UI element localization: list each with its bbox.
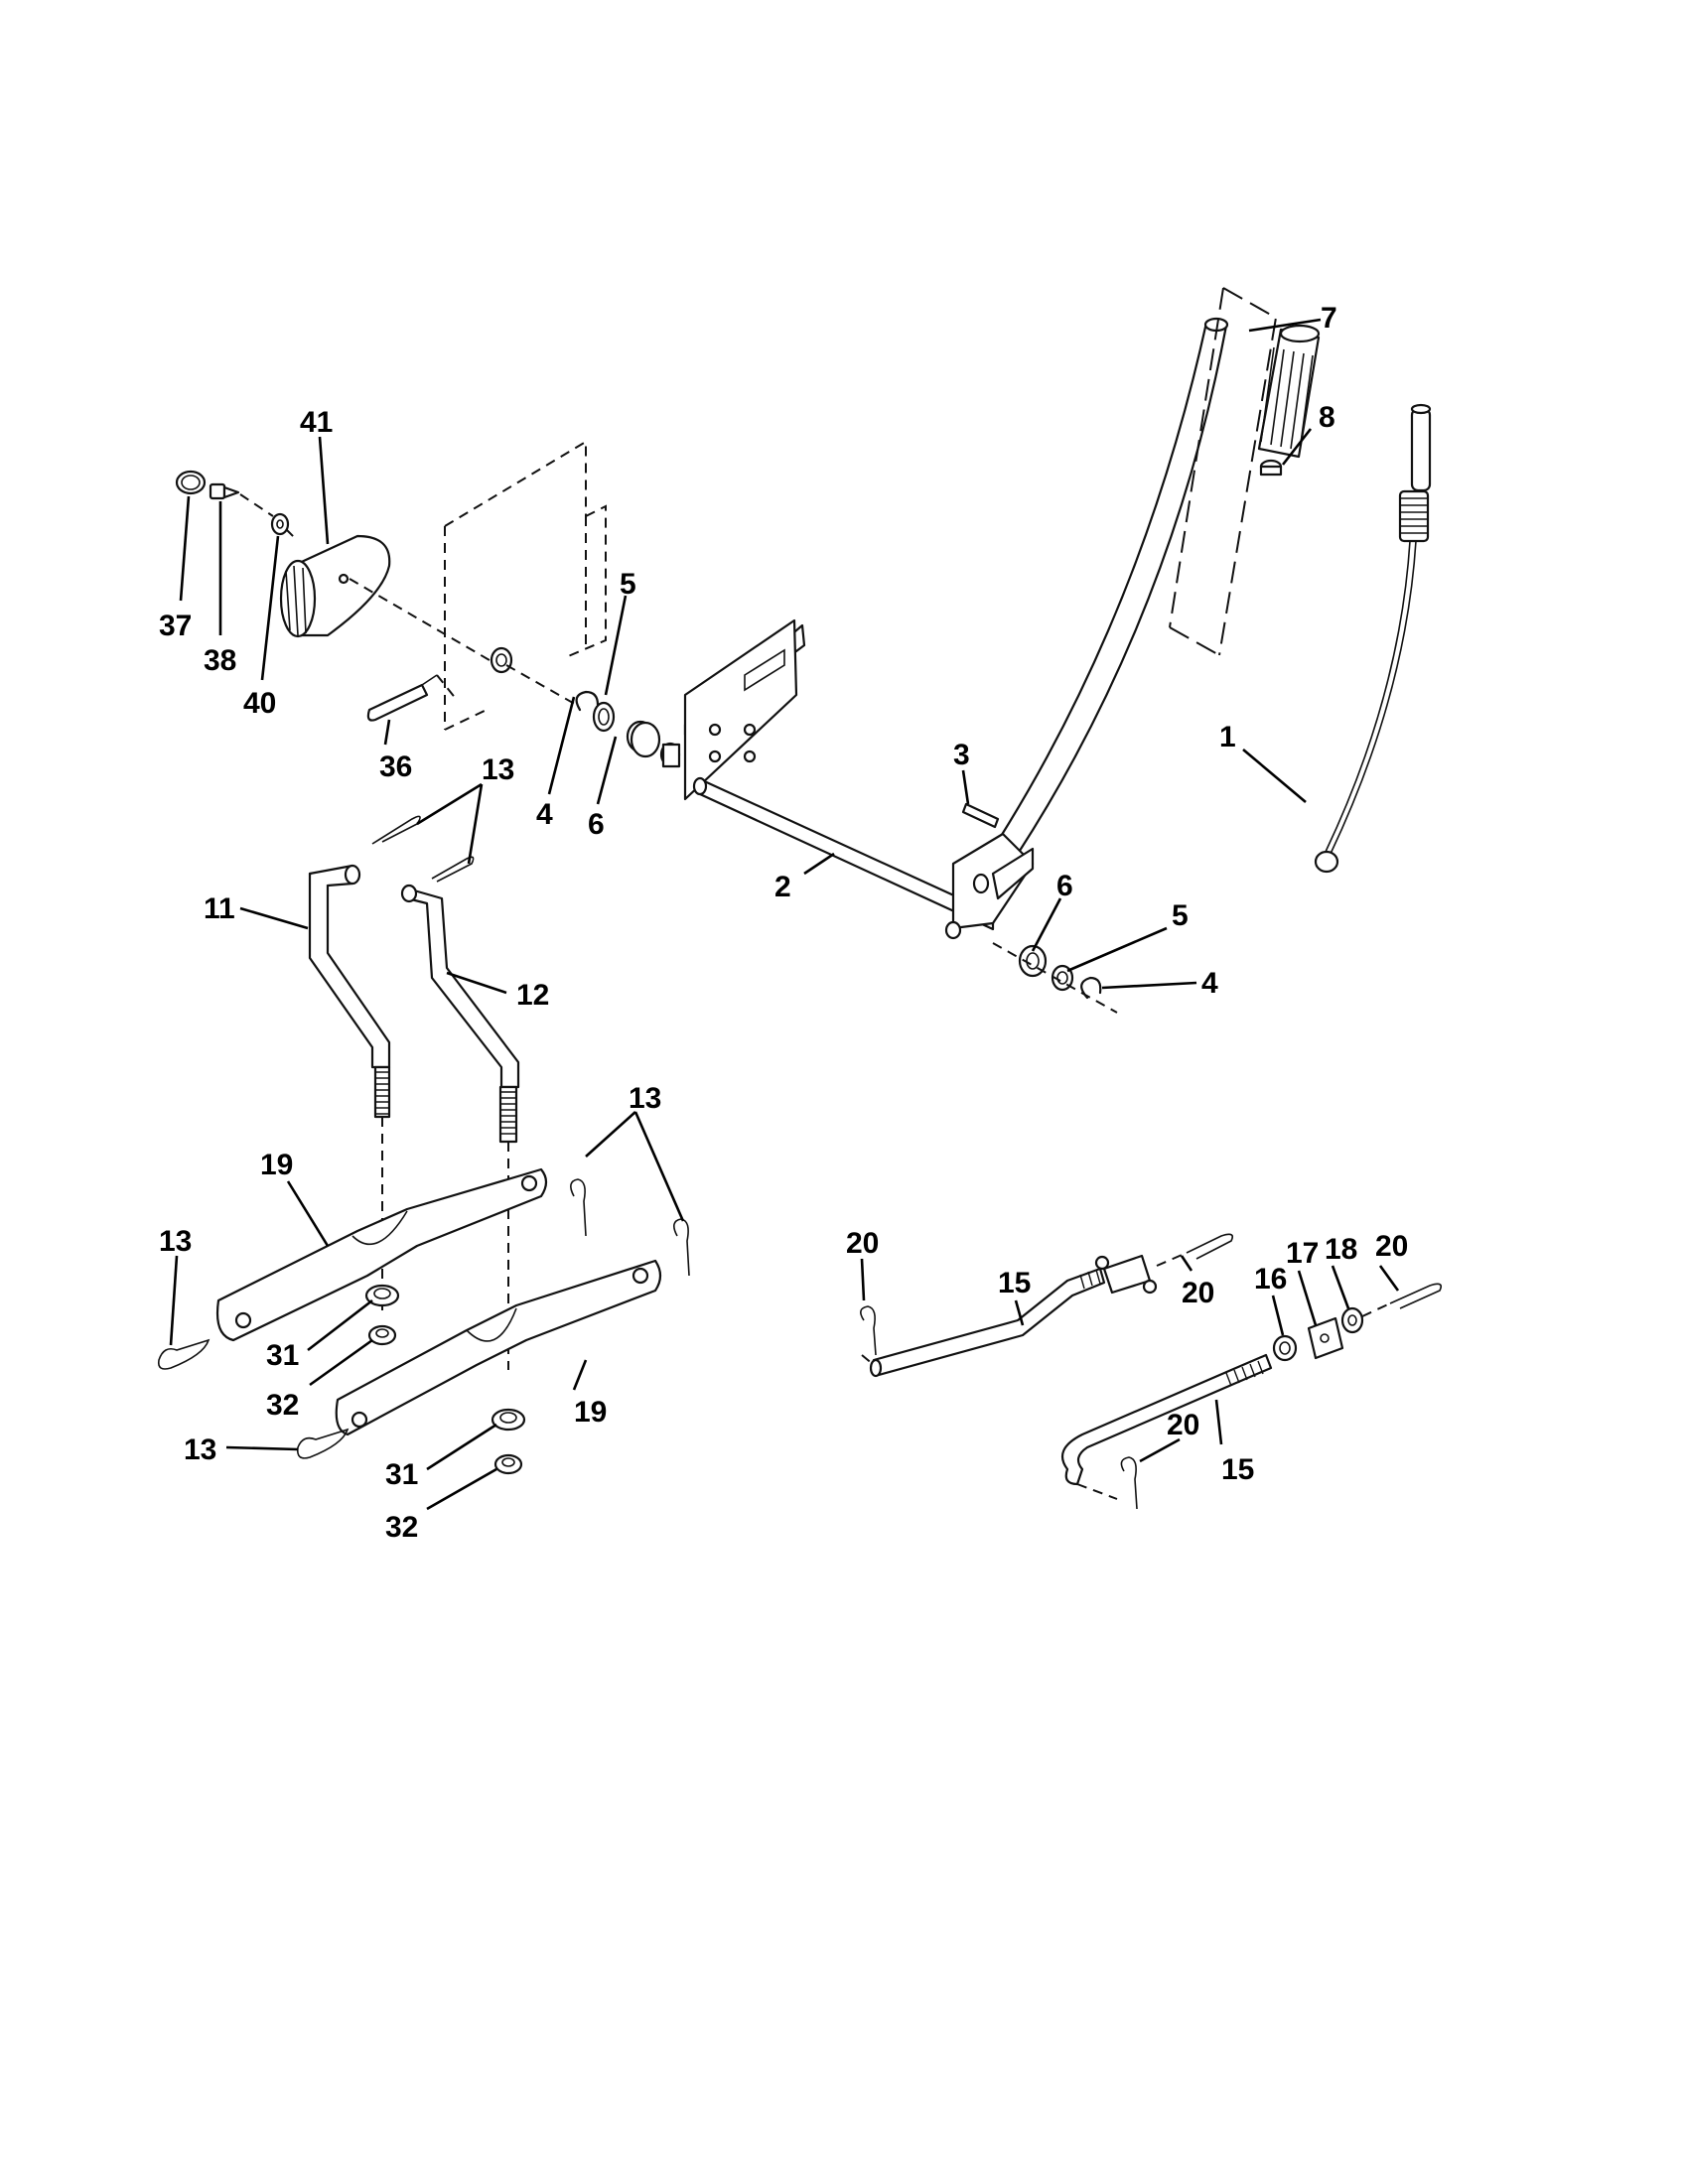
hairpin-part-13-bottom [296, 1428, 350, 1459]
trunnion-part-17 [1307, 1316, 1344, 1360]
axis-41 [349, 578, 502, 668]
label-part-8: 8 [1319, 401, 1335, 434]
trunnion-upper [1094, 1254, 1158, 1295]
callout-labels: 7 8 1 3 2 5 4 6 6 5 4 41 37 38 40 36 13 … [159, 302, 1408, 1544]
label-part-2: 2 [774, 871, 791, 903]
nut-part-32-upper [367, 1324, 397, 1346]
label-part-31-upper: 31 [266, 1339, 299, 1372]
label-part-17: 17 [1286, 1237, 1319, 1270]
label-part-13-left: 13 [159, 1225, 192, 1258]
arm-part-19-lower [335, 1259, 662, 1436]
hairpin-part-20-right [1389, 1283, 1443, 1309]
hairpin-part-20-bottom [1120, 1456, 1138, 1510]
hairpin-part-13-upper-a [371, 815, 421, 845]
label-part-6-left: 6 [588, 808, 605, 841]
grip-sleeve-dashed [1169, 287, 1278, 656]
rod-part-15-lower [1060, 1353, 1273, 1486]
ferrule-part-8 [1259, 459, 1283, 477]
label-part-1: 1 [1219, 721, 1236, 753]
spring-rod-part-1 [1314, 403, 1432, 874]
knob-part-41 [279, 534, 391, 638]
eclip-part-4-right [1080, 976, 1102, 1000]
shaft-part-2 [626, 618, 995, 931]
label-part-5-right: 5 [1172, 899, 1189, 932]
label-part-31-lower: 31 [385, 1458, 418, 1491]
washer-part-5-left [592, 701, 616, 733]
label-part-4-left: 4 [536, 798, 553, 831]
label-part-20-bottom: 20 [1167, 1409, 1199, 1441]
clip-part-36 [366, 674, 438, 722]
arm-part-19-upper [215, 1167, 548, 1342]
grip-part-7 [1257, 324, 1321, 459]
ring-part-37 [175, 470, 207, 495]
nut-part-18 [1340, 1306, 1364, 1334]
label-part-38: 38 [204, 644, 236, 677]
hairpin-part-20-top [1186, 1233, 1234, 1260]
label-part-40: 40 [243, 687, 276, 720]
washer-part-40 [270, 512, 290, 536]
nut-part-32-lower [493, 1453, 523, 1475]
label-part-32-lower: 32 [385, 1511, 418, 1544]
hairpin-part-13-upper-b [431, 856, 475, 883]
grommet-part-31-upper [364, 1284, 400, 1307]
bushing-part-6-left [630, 721, 661, 758]
pin-part-3 [961, 802, 1000, 829]
hairpin-part-13-left [157, 1338, 210, 1370]
label-part-32-upper: 32 [266, 1389, 299, 1422]
label-part-20-right: 20 [1375, 1230, 1408, 1263]
label-part-19-lower: 19 [574, 1396, 607, 1429]
label-part-36: 36 [379, 751, 412, 783]
label-part-3: 3 [953, 739, 970, 771]
label-part-13-right: 13 [629, 1082, 661, 1115]
label-part-20-top: 20 [1182, 1277, 1214, 1309]
screw-part-38 [209, 482, 240, 500]
hairpin-part-13-right-a [570, 1178, 587, 1237]
label-part-41: 41 [300, 406, 333, 439]
frame-panel-dashed [444, 440, 607, 731]
eclip-part-4-left [575, 690, 600, 712]
rod-part-15-upper [869, 1267, 1106, 1378]
leader-lines [169, 318, 1400, 1511]
label-part-19-upper: 19 [260, 1149, 293, 1181]
label-part-5-left: 5 [620, 568, 636, 601]
hairpin-part-20-left [860, 1305, 877, 1356]
label-part-13-bottom: 13 [184, 1433, 216, 1466]
label-part-12: 12 [516, 979, 549, 1012]
link-part-12 [400, 884, 520, 1144]
frame-bolt [490, 646, 513, 674]
label-part-11: 11 [204, 892, 235, 925]
label-part-37: 37 [159, 610, 192, 642]
label-part-6-right: 6 [1056, 870, 1073, 902]
label-part-18: 18 [1325, 1233, 1357, 1266]
label-part-15-upper: 15 [998, 1267, 1031, 1299]
link-part-11 [308, 864, 391, 1119]
grommet-part-31-lower [491, 1408, 526, 1432]
label-part-16: 16 [1254, 1263, 1287, 1296]
label-part-15-lower: 15 [1221, 1453, 1254, 1486]
label-part-13-upper: 13 [482, 753, 514, 786]
label-part-20-left: 20 [846, 1227, 879, 1260]
lift-handle [944, 317, 1229, 940]
label-part-7: 7 [1321, 302, 1337, 335]
jam-nut-part-16 [1272, 1334, 1298, 1362]
label-part-4-right: 4 [1201, 967, 1218, 1000]
hairpin-part-13-right-b [673, 1218, 690, 1277]
